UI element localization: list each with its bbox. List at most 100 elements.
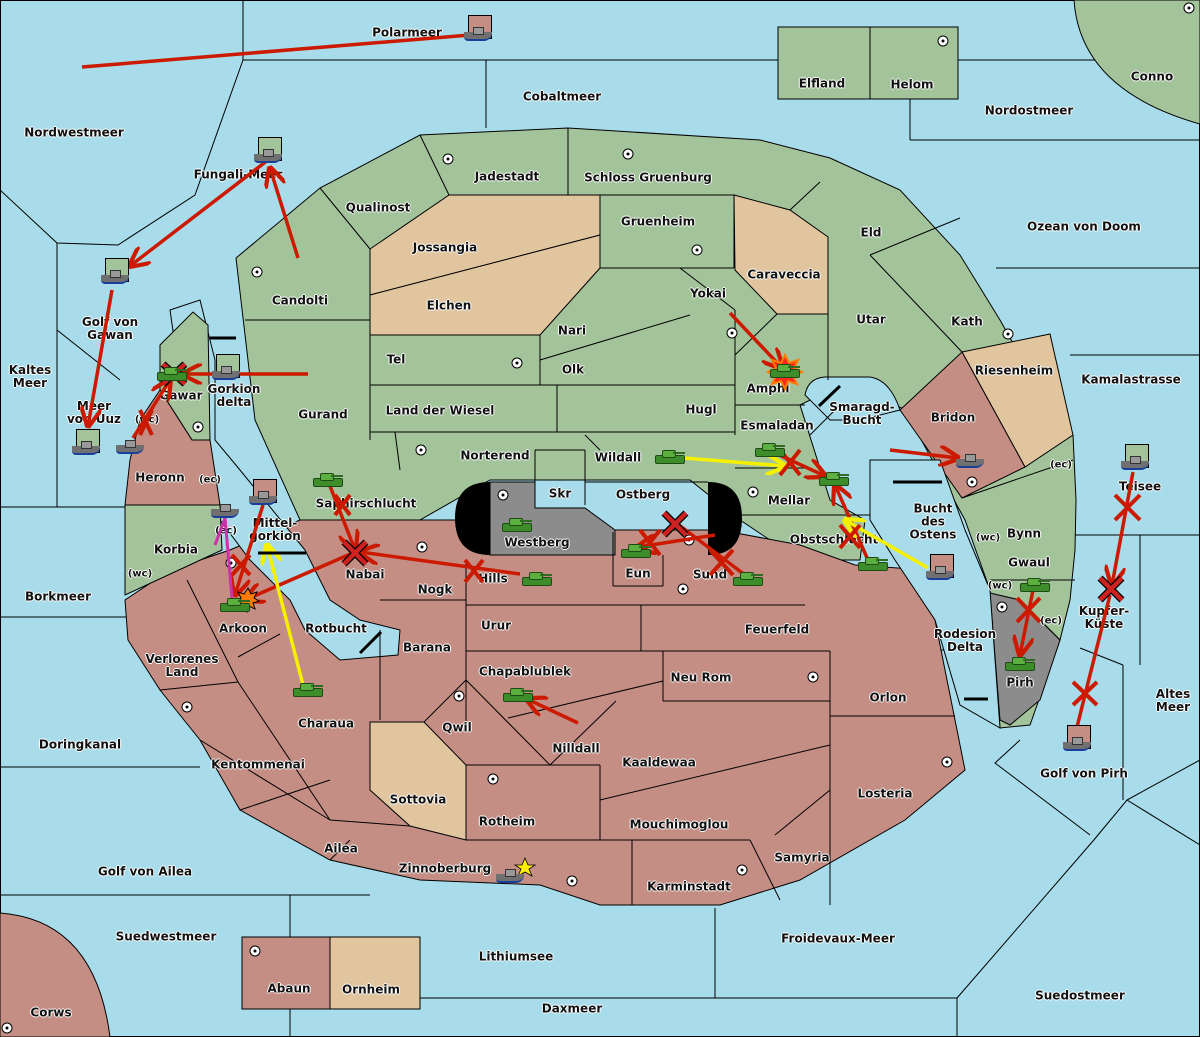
- coast-label[interactable]: (wc): [127, 568, 153, 580]
- region-label-corws[interactable]: Corws: [30, 1005, 72, 1020]
- fleet-icon[interactable]: [926, 565, 954, 580]
- fleet-icon[interactable]: [956, 453, 984, 468]
- region-label-kaltes-meer[interactable]: Kaltes Meer: [8, 363, 52, 390]
- region-label-hills[interactable]: Hills: [478, 571, 508, 586]
- region-label-chapablublek[interactable]: Chapablublek: [478, 664, 572, 679]
- region-label-lithiumsee[interactable]: Lithiumsee: [478, 949, 554, 964]
- region-label-skr[interactable]: Skr: [548, 486, 572, 501]
- fleet-icon[interactable]: [464, 26, 492, 41]
- region-label-golf-von-pirh[interactable]: Golf von Pirh: [1040, 766, 1128, 781]
- region-label-land-der-wiesel[interactable]: Land der Wiesel: [385, 403, 495, 418]
- region-label-feuerfeld[interactable]: Feuerfeld: [744, 622, 810, 637]
- region-label-polarmeer[interactable]: Polarmeer: [372, 25, 442, 40]
- region-label-esmaladan[interactable]: Esmaladan: [740, 418, 814, 433]
- region-label-nogk[interactable]: Nogk: [417, 582, 453, 597]
- region-label-charaua[interactable]: Charaua: [297, 716, 355, 731]
- region-label-candolti[interactable]: Candolti: [271, 293, 329, 308]
- army-tank-icon[interactable]: [858, 556, 888, 571]
- fleet-icon[interactable]: [212, 365, 240, 380]
- region-label-schloss-gruenburg[interactable]: Schloss Gruenburg: [584, 170, 712, 185]
- region-label-nilldall[interactable]: Nilldall: [552, 741, 600, 756]
- region-label-gorkion-delta[interactable]: Gorkion delta: [207, 382, 261, 409]
- region-label-rodesion-delta[interactable]: Rodesion Delta: [933, 627, 997, 654]
- army-tank-icon[interactable]: [755, 442, 785, 457]
- region-elfland[interactable]: [777, 26, 871, 100]
- fleet-icon[interactable]: [116, 439, 144, 454]
- region-label-jadestadt[interactable]: Jadestadt: [474, 169, 540, 184]
- army-tank-icon[interactable]: [313, 472, 343, 487]
- region-label-norterend[interactable]: Norterend: [460, 448, 530, 463]
- region-label-bridon[interactable]: Bridon: [930, 410, 976, 425]
- region-label-gwaul[interactable]: Gwaul: [1008, 555, 1050, 570]
- region-label-bucht-des-ostens[interactable]: Bucht des Ostens: [909, 501, 957, 542]
- fleet-icon[interactable]: [496, 868, 524, 883]
- army-tank-icon[interactable]: [655, 449, 685, 464]
- army-tank-icon[interactable]: [1020, 577, 1050, 592]
- coast-label[interactable]: (wc): [975, 532, 1001, 544]
- region-label-nabai[interactable]: Nabai: [345, 567, 385, 582]
- army-tank-icon[interactable]: [522, 571, 552, 586]
- region-korbia[interactable]: [124, 504, 223, 596]
- coast-label[interactable]: (ec): [1040, 615, 1062, 627]
- region-label-gruenheim[interactable]: Gruenheim: [620, 214, 696, 229]
- region-label-karminstadt[interactable]: Karminstadt: [647, 879, 731, 894]
- fleet-icon[interactable]: [1121, 455, 1149, 470]
- army-tank-icon[interactable]: [1005, 656, 1035, 671]
- region-ornheim[interactable]: [329, 936, 421, 1010]
- region-label-daxmeer[interactable]: Daxmeer: [541, 1001, 603, 1016]
- region-label-borkmeer[interactable]: Borkmeer: [25, 589, 91, 604]
- coast-label[interactable]: (ec): [199, 474, 221, 486]
- region-label-wildall[interactable]: Wildall: [594, 450, 642, 465]
- region-label-smaragd-bucht[interactable]: Smaragd- Bucht: [829, 400, 895, 427]
- region-label-golf-von-gawan[interactable]: Golf von Gawan: [81, 315, 139, 342]
- coast-label[interactable]: (wc): [987, 580, 1013, 592]
- region-label-golf-von-ailea[interactable]: Golf von Ailea: [97, 864, 193, 879]
- army-tank-icon[interactable]: [621, 543, 651, 558]
- region-label-losteria[interactable]: Losteria: [857, 786, 913, 801]
- region-label-kath[interactable]: Kath: [951, 314, 983, 329]
- region-label-mittel-gorkion[interactable]: Mittel- gorkion: [249, 516, 301, 543]
- army-tank-icon[interactable]: [733, 571, 763, 586]
- region-label-eun[interactable]: Eun: [625, 566, 651, 581]
- region-label-kaaldewaa[interactable]: Kaaldewaa: [622, 755, 696, 770]
- region-label-korbia[interactable]: Korbia: [153, 542, 199, 557]
- region-westberg[interactable]: [489, 481, 616, 556]
- region-label-rotbucht[interactable]: Rotbucht: [305, 621, 367, 636]
- region-label-elchen[interactable]: Elchen: [426, 298, 472, 313]
- region-label-elfland[interactable]: Elfland: [798, 76, 846, 91]
- fleet-icon[interactable]: [101, 269, 129, 284]
- region-label-ostberg[interactable]: Ostberg: [615, 487, 671, 502]
- region-label-doringkanal[interactable]: Doringkanal: [38, 737, 122, 752]
- region-label-cobaltmeer[interactable]: Cobaltmeer: [522, 89, 602, 104]
- region-label-conno[interactable]: Conno: [1130, 69, 1174, 84]
- region-label-neu-rom[interactable]: Neu Rom: [670, 670, 732, 685]
- region-label-arkoon[interactable]: Arkoon: [219, 621, 267, 636]
- region-label-froidevaux-meer[interactable]: Froidevaux-Meer: [781, 931, 895, 946]
- region-label-nari[interactable]: Nari: [557, 323, 587, 338]
- region-label-heronn[interactable]: Heronn: [135, 470, 185, 485]
- army-tank-icon[interactable]: [502, 517, 532, 532]
- region-label-caraveccia[interactable]: Caraveccia: [747, 267, 821, 282]
- region-label-fungali-meer[interactable]: Fungali-Meer: [193, 167, 283, 182]
- region-label-qwil[interactable]: Qwil: [442, 720, 472, 735]
- region-label-ozean-von-doom[interactable]: Ozean von Doom: [1027, 219, 1141, 234]
- region-label-nordwestmeer[interactable]: Nordwestmeer: [24, 125, 124, 140]
- region-label-westberg[interactable]: Westberg: [504, 535, 570, 550]
- region-label-bynn[interactable]: Bynn: [1006, 526, 1042, 541]
- army-tank-icon[interactable]: [157, 366, 187, 381]
- region-label-olk[interactable]: Olk: [561, 362, 585, 377]
- region-label-verlorenes-land[interactable]: Verlorenes Land: [145, 652, 219, 679]
- region-label-yokai[interactable]: Yokai: [689, 286, 727, 301]
- region-label-abaun[interactable]: Abaun: [267, 981, 311, 996]
- region-label-jossangia[interactable]: Jossangia: [412, 240, 478, 255]
- region-label-altes-meer[interactable]: Altes Meer: [1155, 687, 1191, 714]
- region-label-rotheim[interactable]: Rotheim: [478, 814, 536, 829]
- region-label-orlon[interactable]: Orlon: [869, 690, 907, 705]
- region-label-nordostmeer[interactable]: Nordostmeer: [984, 103, 1074, 118]
- fleet-icon[interactable]: [1063, 736, 1091, 751]
- region-label-pirh[interactable]: Pirh: [1006, 675, 1034, 690]
- region-label-helom[interactable]: Helom: [890, 77, 934, 92]
- region-corws[interactable]: [0, 912, 111, 1037]
- fleet-icon[interactable]: [211, 503, 239, 518]
- coast-label[interactable]: (ec): [1050, 459, 1072, 471]
